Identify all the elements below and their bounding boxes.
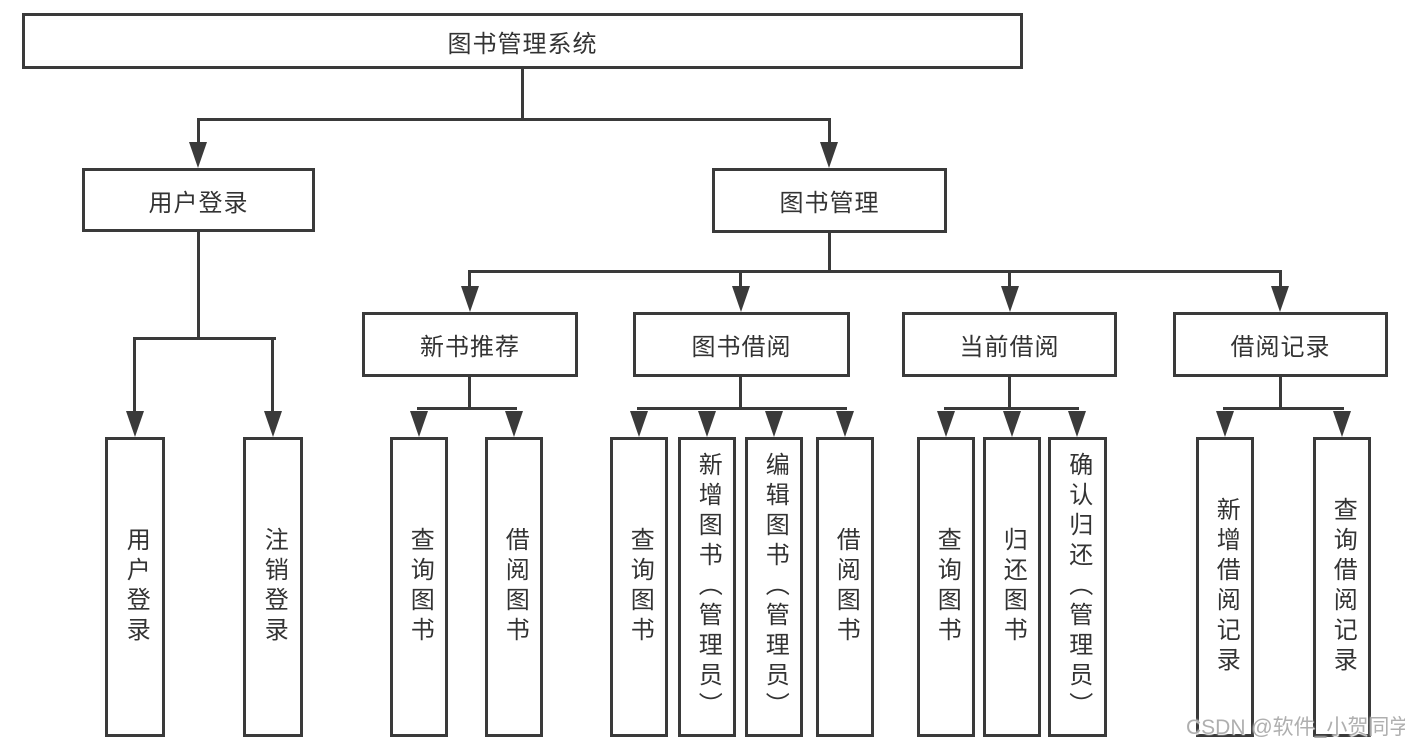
connector-arrowhead-down (1001, 286, 1019, 312)
node-leaf-query-books: 查询图书 (610, 437, 668, 737)
connector-line (637, 407, 847, 410)
node-label: 借阅图书 (501, 527, 529, 647)
connector-line (1223, 407, 1344, 410)
connector-line (1008, 377, 1011, 409)
node-book-management: 图书管理 (712, 168, 947, 233)
connector-arrowhead-down (836, 411, 854, 437)
node-label: 借阅图书 (832, 527, 860, 647)
connector-line (417, 407, 517, 410)
node-label: 注销登录 (260, 527, 288, 647)
node-label: 当前借阅 (959, 334, 1060, 361)
node-leaf-logout: 注销登录 (243, 437, 303, 737)
connector-arrowhead-down (1216, 411, 1234, 437)
node-label: 查询图书 (933, 527, 961, 647)
connector-line (944, 407, 1079, 410)
connector-arrowhead-down (126, 411, 144, 437)
node-label: 图书管理系统 (447, 30, 598, 58)
connector-arrowhead-down (1333, 411, 1351, 437)
connector-arrowhead-down (410, 411, 428, 437)
connector-line (468, 377, 471, 409)
connector-line (468, 272, 471, 289)
connector-line (468, 270, 1282, 273)
connector-line (1008, 272, 1011, 289)
node-library-management-system: 图书管理系统 (22, 13, 1023, 69)
node-leaf-user-login: 用户登录 (105, 437, 165, 737)
node-label: 借阅记录 (1230, 334, 1331, 361)
connector-arrowhead-down (505, 411, 523, 437)
node-leaf-query-books-current: 查询图书 (917, 437, 975, 737)
connector-arrowhead-down (630, 411, 648, 437)
node-label: 新书推荐 (420, 334, 520, 361)
connector-line (828, 120, 831, 146)
connector-line (1279, 377, 1282, 409)
node-label: 新增图书（管理员） (694, 452, 722, 722)
node-label: 用户登录 (122, 527, 150, 647)
node-label: 查询图书 (406, 527, 434, 647)
connector-arrowhead-down (1003, 411, 1021, 437)
connector-line (197, 118, 831, 121)
node-leaf-borrow-books: 借阅图书 (816, 437, 874, 737)
connector-line (271, 339, 274, 412)
node-leaf-query-borrow-record: 查询借阅记录 (1313, 437, 1371, 737)
connector-line (739, 272, 742, 289)
node-leaf-confirm-return-admin: 确认归还（管理员） (1048, 437, 1107, 737)
connector-line (133, 337, 276, 340)
connector-line (197, 232, 200, 339)
connector-arrowhead-down (937, 411, 955, 437)
node-current-borrowing: 当前借阅 (902, 312, 1117, 377)
node-label: 新增借阅记录 (1212, 497, 1240, 677)
connector-arrowhead-down (820, 142, 838, 168)
node-leaf-query-books-recommend: 查询图书 (390, 437, 448, 737)
connector-line (197, 120, 200, 146)
connector-line (521, 69, 524, 120)
connector-arrowhead-down (732, 286, 750, 312)
connector-arrowhead-down (1271, 286, 1289, 312)
node-leaf-add-books-admin: 新增图书（管理员） (678, 437, 736, 737)
connector-line (739, 377, 742, 409)
node-label: 图书借阅 (691, 334, 792, 361)
connector-line (1279, 272, 1282, 289)
node-user-login: 用户登录 (82, 168, 315, 232)
node-label: 归还图书 (999, 527, 1027, 647)
node-new-book-recommend: 新书推荐 (362, 312, 578, 377)
node-leaf-return-books: 归还图书 (983, 437, 1041, 737)
node-leaf-edit-books-admin: 编辑图书（管理员） (745, 437, 803, 737)
connector-arrowhead-down (698, 411, 716, 437)
connector-arrowhead-down (765, 411, 783, 437)
node-borrowing-records: 借阅记录 (1173, 312, 1388, 377)
connector-line (133, 339, 136, 412)
node-book-borrowing: 图书借阅 (633, 312, 850, 377)
connector-arrowhead-down (1068, 411, 1086, 437)
node-leaf-add-borrow-record: 新增借阅记录 (1196, 437, 1254, 737)
node-label: 查询借阅记录 (1329, 497, 1357, 677)
node-label: 图书管理 (779, 190, 880, 217)
connector-line (828, 233, 831, 272)
connector-arrowhead-down (189, 142, 207, 168)
node-label: 查询图书 (626, 527, 654, 647)
node-label: 用户登录 (148, 189, 249, 217)
node-leaf-borrow-books-recommend: 借阅图书 (485, 437, 543, 737)
node-label: 编辑图书（管理员） (761, 452, 789, 722)
csdn-watermark: CSDN @软件_小贺同学 (1186, 716, 1405, 739)
node-label: 确认归还（管理员） (1064, 452, 1092, 722)
connector-arrowhead-down (264, 411, 282, 437)
connector-arrowhead-down (461, 286, 479, 312)
